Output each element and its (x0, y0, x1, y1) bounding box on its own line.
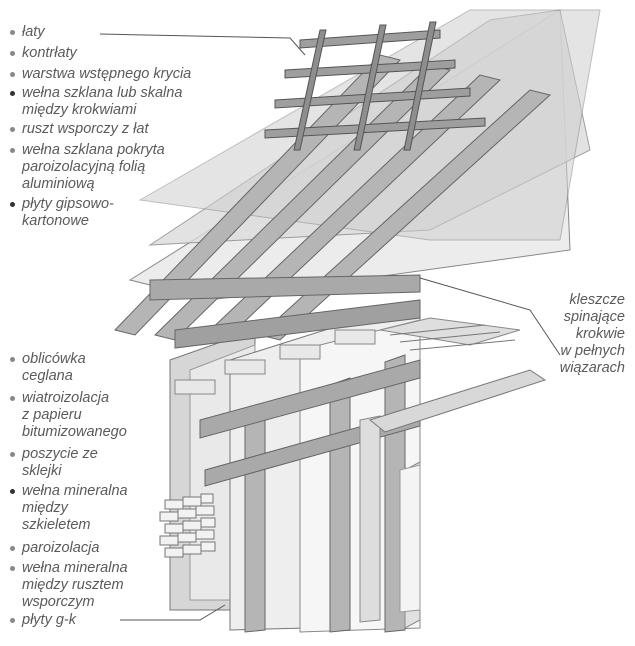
label-kleszcze: kleszcze spinające krokwie w pełnych wią… (559, 292, 625, 376)
label-welna-z-folia: wełna szklana pokryta paroizolacyjną fol… (10, 142, 165, 193)
bullet-icon (10, 127, 15, 132)
rafter (154, 64, 451, 341)
bullet-icon (10, 396, 15, 401)
wall-end-panel (399, 464, 421, 613)
bullet-icon (10, 148, 15, 153)
wall-insulation-strip (359, 415, 381, 623)
roof-section (114, 9, 601, 351)
label-paroizolacja: paroizolacja (10, 540, 99, 557)
wall-stud (244, 403, 266, 633)
eave-soffit (368, 369, 547, 433)
counter-batten (293, 29, 327, 151)
bullet-icon (10, 202, 15, 207)
wall-section (159, 299, 547, 633)
leader-line (99, 33, 306, 56)
ceiling-joists (379, 317, 521, 346)
label-ruszt-wsporczy: ruszt wsporczy z łat (10, 121, 149, 138)
label-welna-miedzy-szkieletem: wełna mineralna między szkieletem (10, 483, 128, 534)
bullet-icon (10, 72, 15, 77)
counter-batten (353, 24, 387, 151)
bullet-icon (10, 546, 15, 551)
label-welna-miedzy-rusztem: wełna mineralna między rusztem wsporczym (10, 560, 128, 611)
roof-batten (299, 29, 441, 49)
rafter (114, 54, 401, 336)
bullet-icon (10, 30, 15, 35)
wall-stud (329, 377, 351, 633)
purlin-beam (174, 299, 421, 349)
joist-line (409, 339, 516, 351)
bullet-icon (10, 357, 15, 362)
label-laty: łaty (10, 24, 45, 41)
joist-line (399, 331, 501, 343)
bullet-icon (10, 452, 15, 457)
label-plyty-gk: płyty g-k (10, 612, 76, 629)
bullet-icon (10, 618, 15, 623)
wall-rail (199, 359, 421, 439)
brick-cladding (159, 493, 216, 558)
collar-tie (149, 274, 421, 301)
label-oblicowka: oblicówka ceglana (10, 351, 86, 385)
label-welna-miedzy-krokwiami: wełna szklana lub skalna między krokwiam… (10, 85, 182, 119)
joist-line (389, 324, 486, 336)
bullet-icon (10, 566, 15, 571)
label-poszycie: poszycie ze sklejki (10, 446, 98, 480)
label-plyty-gipsowo-kartonowe: płyty gipsowo- kartonowe (10, 196, 114, 230)
label-warstwa-wstepnego-krycia: warstwa wstępnego krycia (10, 66, 191, 83)
leader-line (120, 604, 226, 621)
label-kontrlaty: kontrłaty (10, 45, 77, 62)
bullet-icon (10, 91, 15, 96)
bullet-icon (10, 51, 15, 56)
leader-line (419, 277, 561, 356)
roof-batten (284, 59, 456, 79)
insulation-hatching (174, 329, 376, 395)
leader-lines (99, 33, 561, 621)
counter-batten (403, 21, 437, 151)
label-wiatroizolacja: wiatroizolacja z papieru bitumizowanego (10, 390, 127, 441)
bullet-icon (10, 489, 15, 494)
